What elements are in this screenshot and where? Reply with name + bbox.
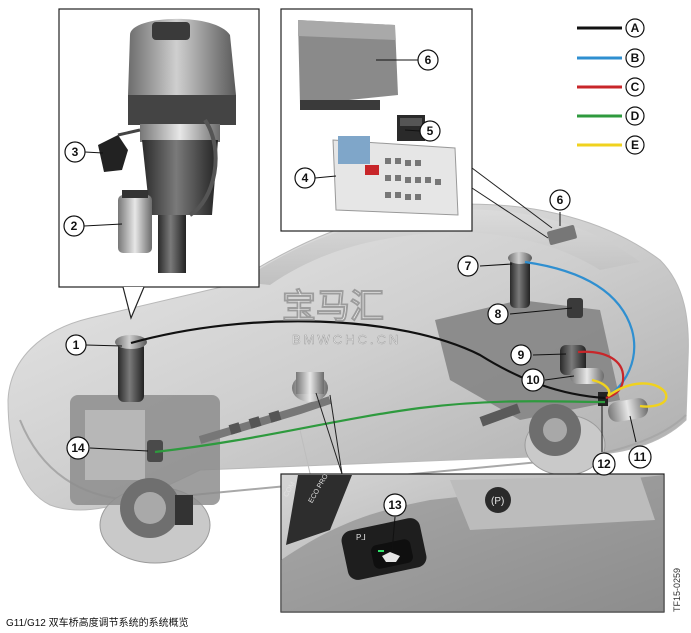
callout-3-number: 3 — [72, 145, 79, 159]
callout-1: 1 — [65, 334, 87, 356]
callout-6-inset: 6 — [417, 49, 439, 71]
svg-text:(P): (P) — [491, 496, 504, 507]
driveshaft — [198, 396, 332, 444]
callout-11-number: 11 — [634, 450, 647, 464]
callout-14: 14 — [66, 436, 90, 460]
legend-letter-d: D — [631, 109, 640, 123]
legend-letter-b: B — [631, 51, 640, 65]
callout-13-number: 13 — [388, 498, 402, 512]
legend-item-c: C — [577, 77, 645, 97]
bracket-component — [98, 128, 141, 172]
rear-height-sensor — [567, 298, 583, 318]
callout-9-number: 9 — [518, 348, 525, 362]
control-unit-small — [547, 225, 577, 245]
control-unit-6 — [298, 20, 398, 110]
center-console-inset: P⅃ (P) — [280, 392, 665, 613]
callout-6-car: 6 — [549, 189, 571, 211]
watermark-brand: 宝马汇 — [282, 288, 384, 326]
svg-text:P⅃: P⅃ — [356, 533, 366, 542]
callout-4: 4 — [294, 167, 316, 189]
rear-strut — [508, 252, 532, 308]
line-B-blue — [524, 260, 636, 397]
callout-8-number: 8 — [495, 307, 502, 321]
watermark: 宝马汇 BMWCHC.CN — [282, 288, 401, 348]
line-E-yellow — [591, 378, 668, 408]
compressor-unit — [607, 398, 649, 422]
callout-3: 3 — [64, 141, 86, 163]
damper-valve — [118, 190, 152, 253]
callout-5-number: 5 — [427, 124, 434, 138]
line-D-green — [154, 400, 606, 454]
callouts — [83, 59, 637, 553]
callout-5: 5 — [419, 120, 441, 142]
legend-letter-e: E — [631, 138, 639, 152]
callout-14-number: 14 — [71, 441, 85, 455]
callout-9: 9 — [510, 344, 532, 366]
callout-13: 13 — [383, 493, 407, 517]
callout-11: 11 — [628, 445, 652, 469]
callout-12-number: 12 — [597, 457, 611, 471]
air-strut-large — [128, 18, 236, 273]
callout-10-number: 10 — [526, 373, 540, 387]
callout-6-inset-number: 6 — [425, 53, 432, 67]
legend-item-d: D — [577, 106, 645, 126]
callout-2-number: 2 — [71, 219, 78, 233]
front-axle-assembly — [70, 395, 220, 538]
callout-4-number: 4 — [302, 171, 309, 185]
legend-item-a: A — [577, 18, 645, 38]
central-cylinder — [292, 372, 328, 402]
callout-12: 12 — [592, 452, 616, 476]
callout-6-car-number: 6 — [557, 193, 564, 207]
callout-7-number: 7 — [465, 259, 472, 273]
watermark-domain: BMWCHC.CN — [292, 332, 401, 347]
callout-10: 10 — [521, 368, 545, 392]
callout-7: 7 — [457, 255, 479, 277]
line-C-red — [577, 350, 625, 400]
legend-letter-c: C — [631, 80, 640, 94]
fuse-box-4 — [332, 136, 459, 216]
figure-caption: G11/G12 双车桥高度调节系统的系统概览 — [6, 618, 189, 629]
front-strut — [115, 335, 147, 402]
document-id: TF15-0259 — [672, 567, 682, 612]
legend: A B C D E — [577, 18, 645, 155]
legend-item-b: B — [577, 48, 645, 68]
line-A-black — [130, 320, 606, 400]
legend-item-e: E — [577, 135, 645, 155]
callout-8: 8 — [487, 303, 509, 325]
callout-1-number: 1 — [73, 338, 80, 352]
legend-letter-a: A — [631, 21, 640, 35]
callout-2: 2 — [63, 215, 85, 237]
solenoid-valve-block — [598, 392, 608, 406]
